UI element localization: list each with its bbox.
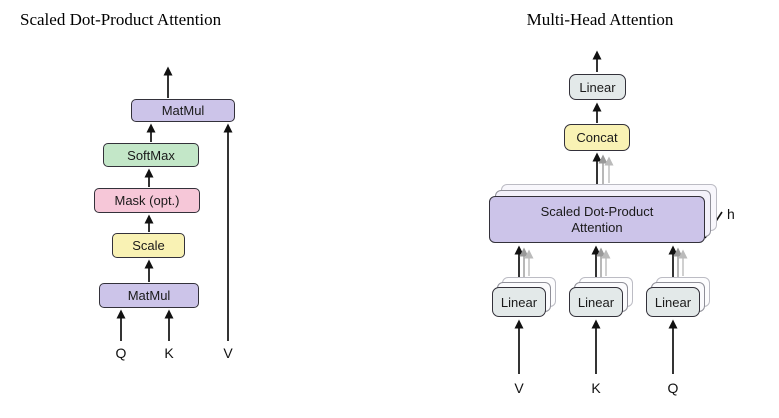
q-input-label-right: Q (667, 380, 679, 396)
v-input-label-right: V (514, 380, 524, 396)
left-diagram-title: Scaled Dot-Product Attention (20, 10, 222, 29)
scaled-dot-product-attention-box: Scaled Dot-Product Attention (489, 196, 705, 243)
concat-box: Concat (564, 124, 630, 151)
right-diagram-title: Multi-Head Attention (526, 10, 674, 29)
softmax-box: SoftMax (103, 143, 199, 167)
k-input-label-right: K (591, 380, 601, 396)
linear-output-box: Linear (569, 74, 626, 100)
linear-q-box: Linear (646, 287, 700, 317)
matmul-bottom-box: MatMul (99, 283, 199, 308)
v-input-label: V (223, 345, 233, 361)
heads-count-label: h (727, 206, 735, 222)
linear-k-box: Linear (569, 287, 623, 317)
scaled-dot-product-attention-label: Scaled Dot-Product Attention (540, 203, 654, 235)
k-input-label: K (164, 345, 174, 361)
linear-v-box: Linear (492, 287, 546, 317)
mask-box: Mask (opt.) (94, 188, 200, 213)
scale-box: Scale (112, 233, 185, 258)
q-input-label: Q (115, 345, 127, 361)
matmul-top-box: MatMul (131, 99, 235, 122)
